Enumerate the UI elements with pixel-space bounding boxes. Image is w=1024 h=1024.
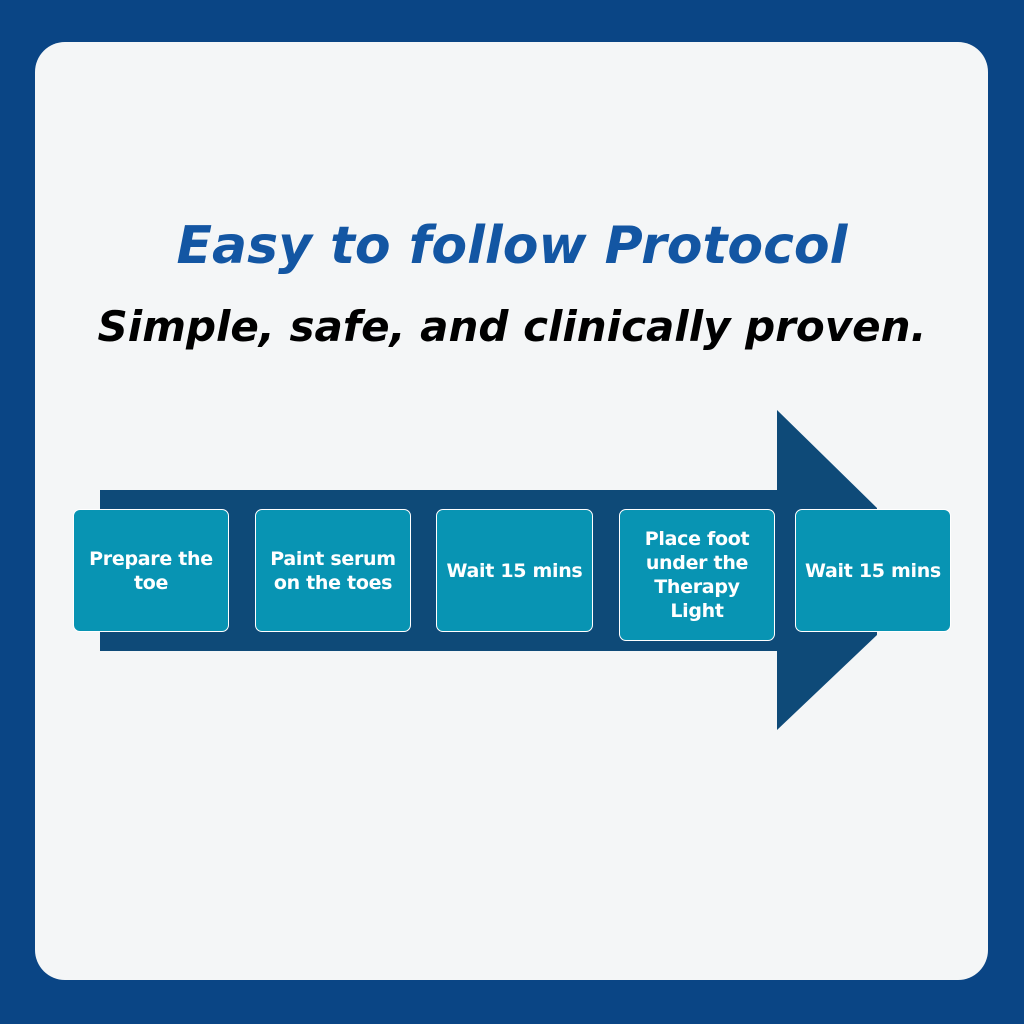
step-paint-serum: Paint serum on the toes xyxy=(255,509,411,632)
step-wait-second: Wait 15 mins xyxy=(795,509,951,632)
page-title: Easy to follow Protocol xyxy=(176,216,848,276)
step-therapy-light: Place foot under the Therapy Light xyxy=(619,509,775,641)
step-prepare-toe: Prepare the toe xyxy=(73,509,229,632)
step-wait-first: Wait 15 mins xyxy=(436,509,593,632)
page-subtitle: Simple, safe, and clinically proven. xyxy=(97,302,927,351)
